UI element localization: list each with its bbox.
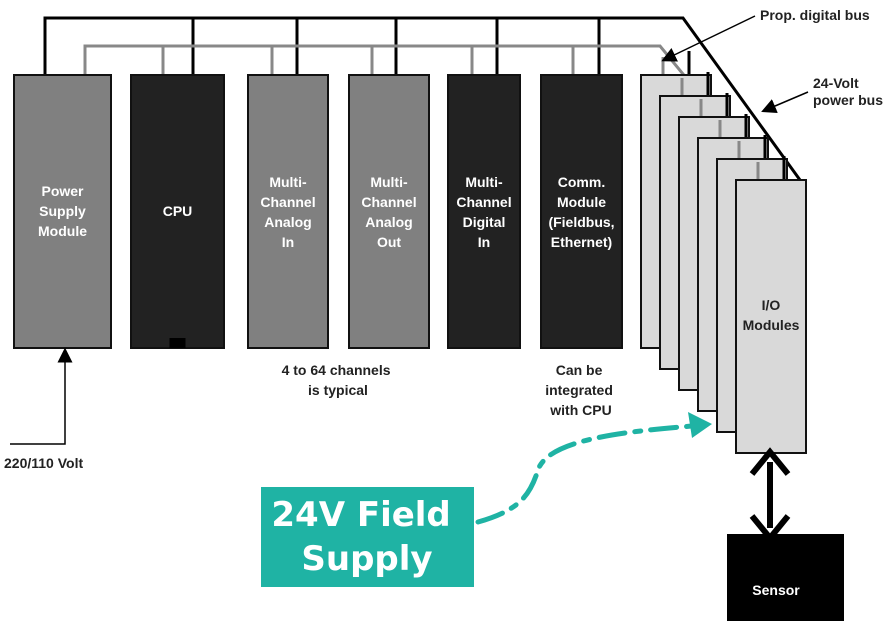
- power-bus-pointer: [761, 91, 809, 113]
- module-label-line: Digital: [463, 214, 506, 230]
- module-body: [447, 74, 521, 349]
- power-bus-label: 24-Volt power bus: [813, 75, 883, 108]
- module-comm-module: Comm. Module (Fieldbus, Ethernet): [540, 74, 623, 349]
- callout-line: Supply: [301, 539, 432, 579]
- io-module-body: [735, 179, 807, 454]
- io-modules-label: I/O Modules: [743, 297, 800, 333]
- module-label: CPU: [163, 203, 193, 219]
- module-label-line: In: [478, 234, 490, 250]
- module-cpu: CPU: [130, 74, 225, 349]
- channels-note-line: 4 to 64 channels: [282, 362, 391, 378]
- comm-note-line: Can be: [556, 362, 603, 378]
- mains-feed: [10, 347, 73, 445]
- module-body: [13, 74, 112, 349]
- module-label-line: Analog: [264, 214, 311, 230]
- comm-note-line: integrated: [545, 382, 613, 398]
- comm-note: Can be integrated with CPU: [545, 362, 617, 418]
- module-label-line: Comm.: [558, 174, 605, 190]
- module-label: Comm. Module (Fieldbus, Ethernet): [548, 174, 614, 250]
- channels-note: 4 to 64 channels is typical: [282, 362, 395, 398]
- module-label-line: Supply: [39, 203, 86, 219]
- module-label-line: (Fieldbus,: [548, 214, 614, 230]
- module-label-line: Power: [41, 183, 84, 199]
- module-label-line: Module: [557, 194, 606, 210]
- sensor-block: Sensor: [727, 534, 844, 621]
- io-module-stack: I/O Modules: [640, 51, 807, 454]
- module-label-line: Ethernet): [551, 234, 612, 250]
- module-label-line: Channel: [456, 194, 511, 210]
- channels-note-line: is typical: [308, 382, 368, 398]
- module-label-line: Channel: [361, 194, 416, 210]
- module-label-line: In: [282, 234, 294, 250]
- module-label-line: Multi-: [465, 174, 503, 190]
- field-supply-arrow: [475, 412, 712, 525]
- comm-note-line: with CPU: [549, 402, 611, 418]
- module-body: [130, 74, 225, 349]
- module-body: [247, 74, 329, 349]
- io-modules-label-line: Modules: [743, 317, 800, 333]
- mains-label: 220/110 Volt: [4, 455, 83, 471]
- field-supply-callout: 24V Field Supply: [261, 487, 474, 587]
- module-label-line: Multi-: [370, 174, 408, 190]
- io-module-card: [735, 156, 807, 454]
- cpu-connector: [169, 338, 186, 348]
- sensor-link-arrow: [749, 447, 791, 543]
- prop-bus-pointer: [661, 15, 756, 62]
- module-label-line: Module: [38, 223, 87, 239]
- prop-bus-label: Prop. digital bus: [760, 7, 870, 23]
- callout-line: 24V Field: [271, 495, 450, 535]
- power-bus-label-line: power bus: [813, 92, 883, 108]
- module-label-line: Out: [377, 234, 401, 250]
- module-body: [540, 74, 623, 349]
- module-label-line: Channel: [260, 194, 315, 210]
- power-bus-label-line: 24-Volt: [813, 75, 859, 91]
- callout-label: 24V Field Supply: [271, 495, 462, 579]
- io-modules-label-line: I/O: [762, 297, 781, 313]
- module-label-line: Multi-: [269, 174, 307, 190]
- module-label-line: CPU: [163, 203, 193, 219]
- sensor-label: Sensor: [752, 582, 800, 598]
- module-label-line: Analog: [365, 214, 412, 230]
- module-body: [348, 74, 430, 349]
